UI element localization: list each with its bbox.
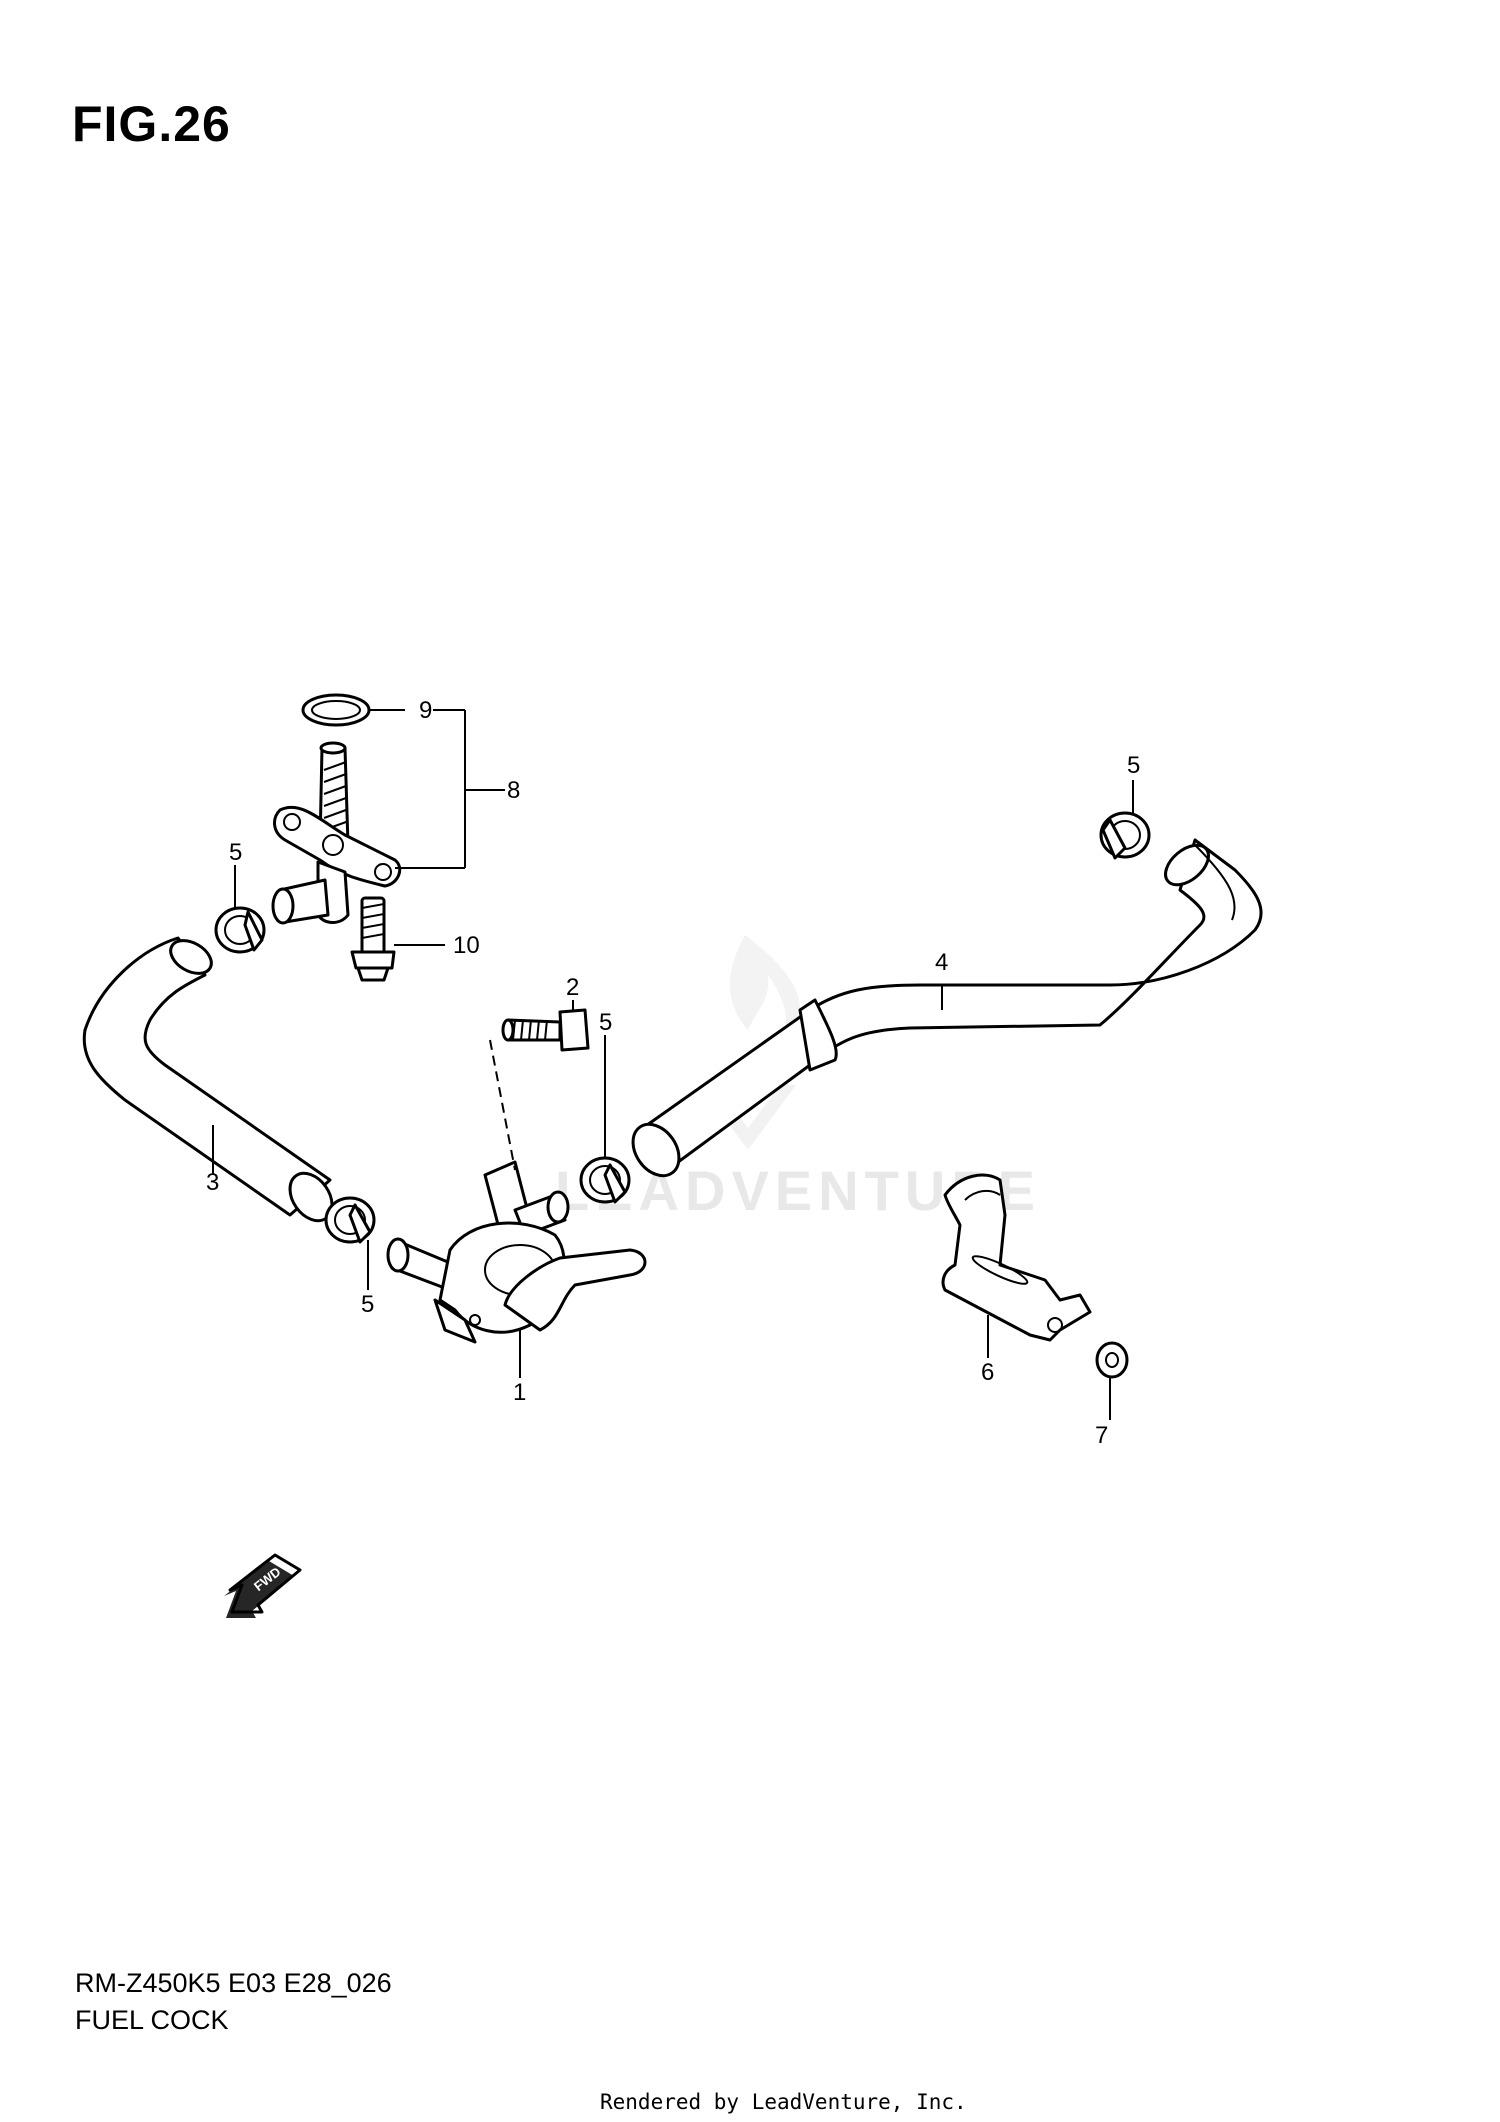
callout-8: 10 [453, 932, 480, 959]
screw-part-8 [350, 896, 396, 982]
fuel-cock-part-1 [386, 1160, 647, 1344]
callout-labels: 9 8 10 5 5 5 2 4 3 5 1 6 7 [206, 697, 1140, 1449]
callout-5-center: 5 [599, 1009, 612, 1036]
fuel-hose-part-3 [82, 936, 334, 1223]
callout-3: 3 [206, 1169, 219, 1196]
callout-6: 8 [507, 777, 520, 804]
model-code: RM-Z450K5 E03 E28_026 [75, 1968, 392, 1998]
render-credit: Rendered by LeadVenture, Inc. [600, 2090, 967, 2114]
bracket-part-9 [941, 1173, 1092, 1342]
leader-lines [212, 709, 1134, 1420]
figure-title: FIG.26 [72, 96, 231, 152]
fuel-cock-strainer-part-6 [271, 741, 402, 925]
callout-4: 4 [935, 949, 948, 976]
hose-clamp-part-5-center [579, 1156, 631, 1204]
bolt-part-2 [501, 1008, 590, 1052]
callout-7: 9 [419, 697, 432, 724]
washer-part-10 [1095, 1341, 1129, 1379]
fuel-hose-part-4 [631, 838, 1263, 1178]
callout-10: 7 [1095, 1422, 1108, 1449]
leader-bolt-to-cock [489, 1039, 516, 1171]
forward-direction-arrow: FWD [224, 1553, 302, 1618]
callout-9: 6 [981, 1359, 994, 1386]
callout-5-upper-left: 5 [229, 839, 242, 866]
callout-2: 2 [566, 974, 579, 1001]
callout-5-upper-right: 5 [1127, 752, 1140, 779]
o-ring-part-7 [301, 693, 371, 727]
callout-1: 1 [513, 1379, 526, 1406]
hose-clamp-part-5-upper-right [1099, 811, 1151, 860]
callout-5-lower-left: 5 [361, 1291, 374, 1318]
hose-clamp-part-5-upper-left [214, 906, 266, 954]
hose-clamp-part-5-lower-left [324, 1196, 376, 1244]
section-name: FUEL COCK [75, 2005, 229, 2035]
